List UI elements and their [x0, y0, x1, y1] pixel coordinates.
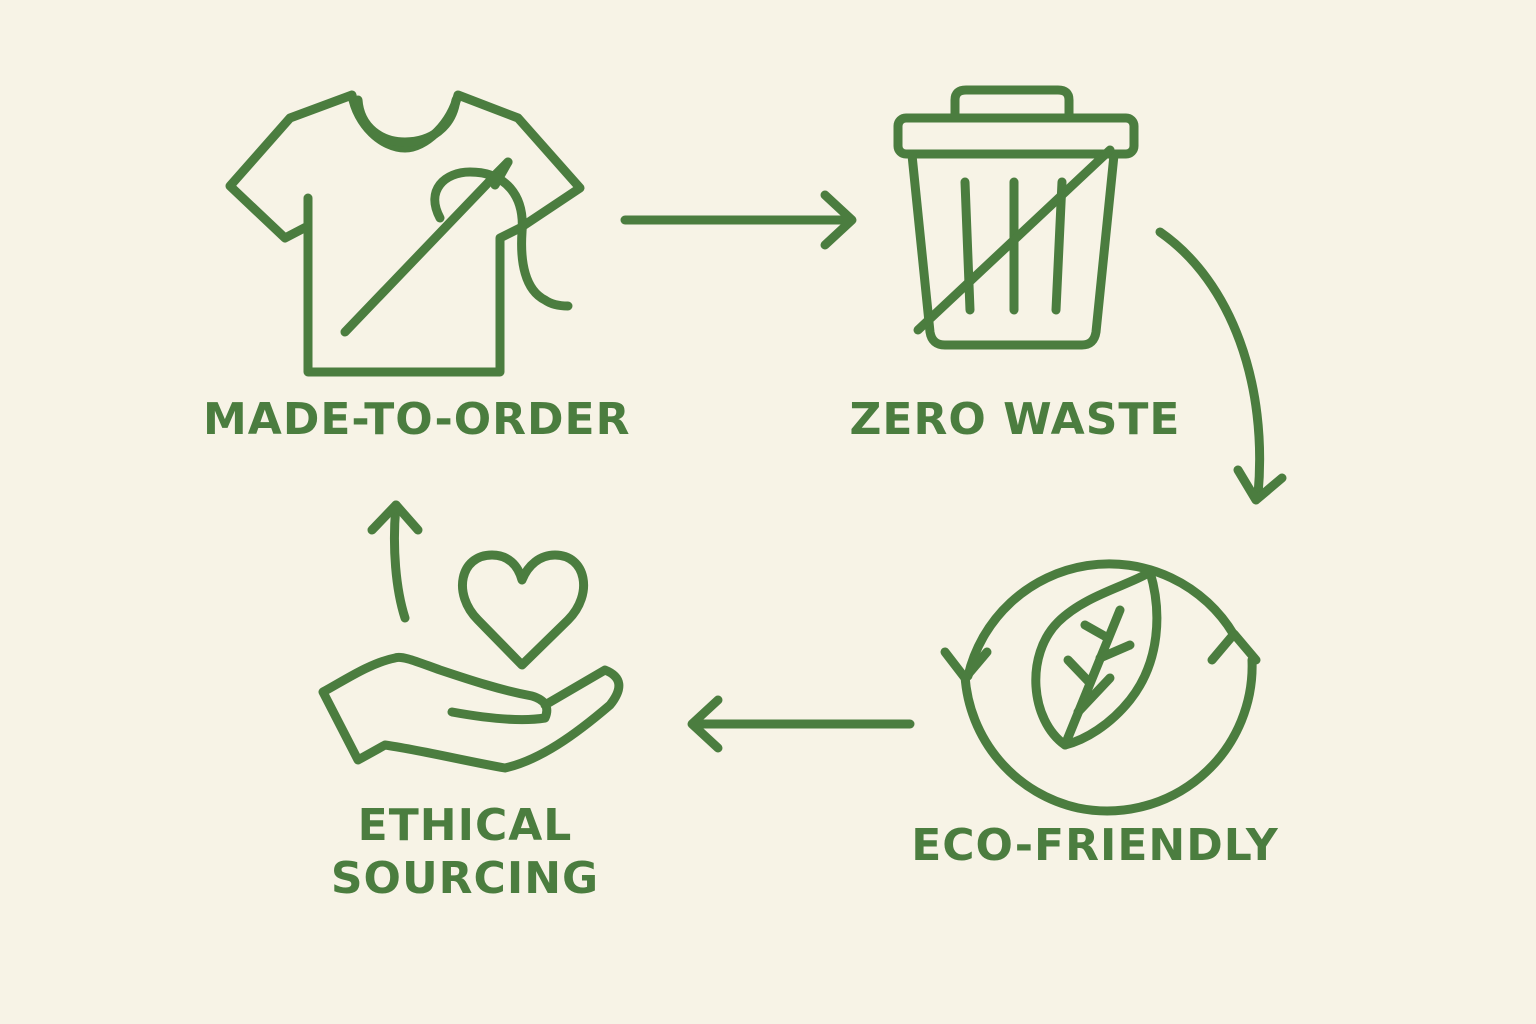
leaf-recycle-circle-icon: [940, 559, 1261, 816]
stage-label-zero-waste: ZERO WASTE: [849, 394, 1181, 445]
flow-arrow-ethical-to-made: [367, 500, 423, 623]
hand-holding-heart-icon: [318, 550, 624, 773]
crossed-out-trash-can-icon: [893, 85, 1139, 350]
stage-label-ethical-sourcing: ETHICAL SOURCING: [330, 800, 600, 904]
stage-label-made-to-order: MADE-TO-ORDER: [203, 394, 631, 445]
flow-arrow-eco-to-ethical: [687, 695, 915, 753]
t-shirt-needle-icon: [225, 90, 585, 377]
flow-arrow-zero-to-eco: [1155, 227, 1287, 505]
stage-label-eco-friendly: ECO-FRIENDLY: [911, 820, 1279, 871]
flow-arrow-made-to-zero: [620, 190, 857, 250]
